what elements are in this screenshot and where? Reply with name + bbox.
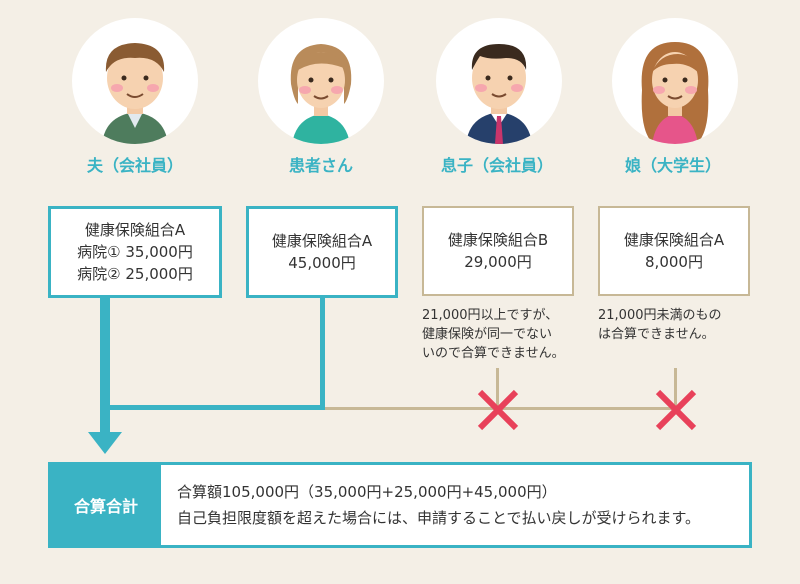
son-note-line: 健康保険が同一でない — [422, 327, 553, 342]
son-note: 21,000円以上ですが、 健康保険が同一でない いので合算できません。 — [422, 306, 592, 363]
patient-amount: 45,000円 — [288, 254, 356, 272]
total-refund-line: 自己負担限度額を超えた場合には、申請することで払い戻しが受けられます。 — [177, 509, 701, 527]
patient-insurer: 健康保険組合A — [271, 232, 373, 250]
son-insurance-box: 健康保険組合B 29,000円 — [422, 206, 574, 296]
daughter-avatar — [612, 18, 738, 144]
daughter-connector-vertical — [674, 368, 677, 408]
down-arrow-icon — [88, 432, 122, 454]
teal-merge-line — [100, 405, 325, 410]
daughter-insurance-box: 健康保険組合A 8,000円 — [598, 206, 750, 296]
husband-label: 夫（会社員） — [86, 156, 183, 175]
patient-insurance-box: 健康保険組合A 45,000円 — [246, 206, 398, 298]
total-heading: 合算合計 — [51, 465, 161, 545]
total-sum-line: 合算額105,000円（35,000円+25,000円+45,000円） — [177, 483, 557, 501]
son-connector-vertical — [496, 368, 499, 408]
patient-label: 患者さん — [288, 156, 353, 175]
husband-insurer: 健康保険組合A — [84, 221, 186, 239]
patient-connector-vertical — [320, 298, 325, 410]
total-description: 合算額105,000円（35,000円+25,000円+45,000円） 自己負… — [177, 479, 700, 531]
husband-connector-vertical — [100, 298, 110, 410]
total-box: 合算合計 合算額105,000円（35,000円+25,000円+45,000円… — [48, 462, 752, 548]
son-amount: 29,000円 — [464, 253, 532, 271]
daughter-label: 娘（大学生） — [624, 156, 721, 175]
son-label: 息子（会社員） — [440, 156, 553, 175]
daughter-insurer: 健康保険組合A — [623, 231, 725, 249]
son-note-line: いので合算できません。 — [422, 346, 565, 361]
son-insurer: 健康保険組合B — [447, 231, 549, 249]
down-arrow-shaft — [100, 410, 110, 434]
patient-avatar — [258, 18, 384, 144]
husband-hospital-1: 病院① 35,000円 — [77, 243, 193, 261]
husband-hospital-2: 病院② 25,000円 — [77, 265, 193, 283]
son-avatar — [436, 18, 562, 144]
daughter-note: 21,000円未満のもの は合算できません。 — [598, 306, 768, 344]
daughter-note-line: 21,000円未満のもの — [598, 308, 722, 323]
daughter-note-line: は合算できません。 — [598, 327, 715, 342]
daughter-amount: 8,000円 — [645, 253, 703, 271]
son-cross-icon — [477, 389, 519, 431]
husband-insurance-box: 健康保険組合A 病院① 35,000円 病院② 25,000円 — [48, 206, 222, 298]
daughter-cross-icon — [655, 389, 697, 431]
son-note-line: 21,000円以上ですが、 — [422, 308, 559, 323]
husband-avatar — [72, 18, 198, 144]
